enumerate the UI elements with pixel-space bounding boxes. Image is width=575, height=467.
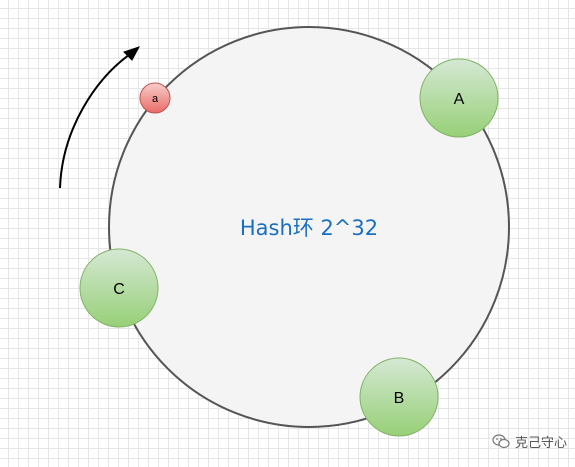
- watermark: 克己守心: [492, 432, 567, 451]
- node-b-label: B: [394, 390, 405, 407]
- wechat-icon: [492, 434, 510, 449]
- node-a-label: A: [454, 91, 465, 108]
- key-a-label: a: [152, 93, 159, 105]
- watermark-text: 克己守心: [514, 436, 567, 451]
- key-a: a: [139, 82, 171, 114]
- ring-label: Hash环 2^32: [240, 216, 378, 240]
- curved-arrow-icon: [59, 46, 141, 189]
- node-a: A: [419, 58, 499, 138]
- node-c-label: C: [113, 281, 125, 298]
- node-c: C: [79, 248, 159, 328]
- node-b: B: [359, 357, 439, 437]
- hash-ring: [108, 26, 510, 428]
